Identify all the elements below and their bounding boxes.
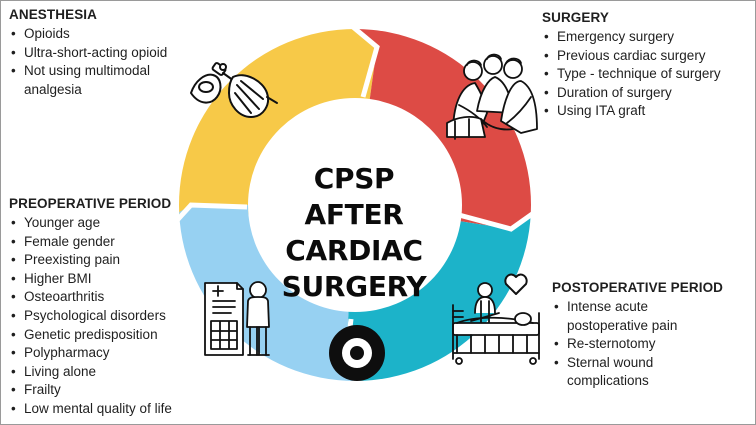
preoperative-item: Younger age xyxy=(10,214,240,233)
anesthesia-heading: ANESTHESIA xyxy=(9,7,98,22)
postoperative-heading: POSTOPERATIVE PERIOD xyxy=(552,280,724,295)
preoperative-item: Psychological disorders xyxy=(10,307,240,326)
hospital-bed-patient-icon xyxy=(452,273,540,365)
preoperative-item: Genetic predisposition xyxy=(10,326,240,345)
preoperative-item: Low mental quality of life xyxy=(10,400,240,419)
surgery-heading: SURGERY xyxy=(542,10,609,25)
anesthesia-item: Opioids xyxy=(10,25,240,44)
anesthesia-mask-icon xyxy=(190,62,278,118)
preoperative-list: Younger age Female gender Preexisting pa… xyxy=(10,214,240,419)
center-title-line-1: CPSP xyxy=(313,162,395,195)
surgery-item: Previous cardiac surgery xyxy=(543,47,755,66)
anesthesia-item: Not using multimodal analgesia xyxy=(10,62,196,99)
postoperative-item: Re-sternotomy xyxy=(553,335,748,354)
preoperative-item: Polypharmacy xyxy=(10,344,240,363)
preoperative-item: Female gender xyxy=(10,233,240,252)
cycle-dot-icon xyxy=(329,325,385,381)
surgery-item: Emergency surgery xyxy=(543,28,755,47)
preoperative-heading: PREOPERATIVE PERIOD xyxy=(9,196,172,211)
surgery-list: Emergency surgery Previous cardiac surge… xyxy=(543,28,755,121)
postoperative-item: Intense acute postoperative pain xyxy=(553,298,707,335)
preoperative-item: Osteoarthritis xyxy=(10,288,240,307)
anesthesia-list: Opioids Ultra-short-acting opioid Not us… xyxy=(10,25,240,99)
preoperative-item: Living alone xyxy=(10,363,240,382)
preoperative-item: Higher BMI xyxy=(10,270,240,289)
center-title: CPSP AFTER CARDIAC SURGERY xyxy=(234,161,474,305)
surgery-item: Duration of surgery xyxy=(543,84,755,103)
surgery-item: Type - technique of surgery xyxy=(543,65,755,84)
preoperative-item: Frailty xyxy=(10,381,240,400)
postoperative-item: Sternal wound complications xyxy=(553,354,677,391)
anesthesia-item: Ultra-short-acting opioid xyxy=(10,44,240,63)
surgical-team-icon xyxy=(446,53,538,140)
center-title-line-2: AFTER CARDIAC xyxy=(285,198,423,267)
surgery-item: Using ITA graft xyxy=(543,102,755,121)
center-title-line-3: SURGERY xyxy=(281,270,427,303)
preoperative-item: Preexisting pain xyxy=(10,251,240,270)
postoperative-list: Intense acute postoperative pain Re-ster… xyxy=(553,298,748,391)
